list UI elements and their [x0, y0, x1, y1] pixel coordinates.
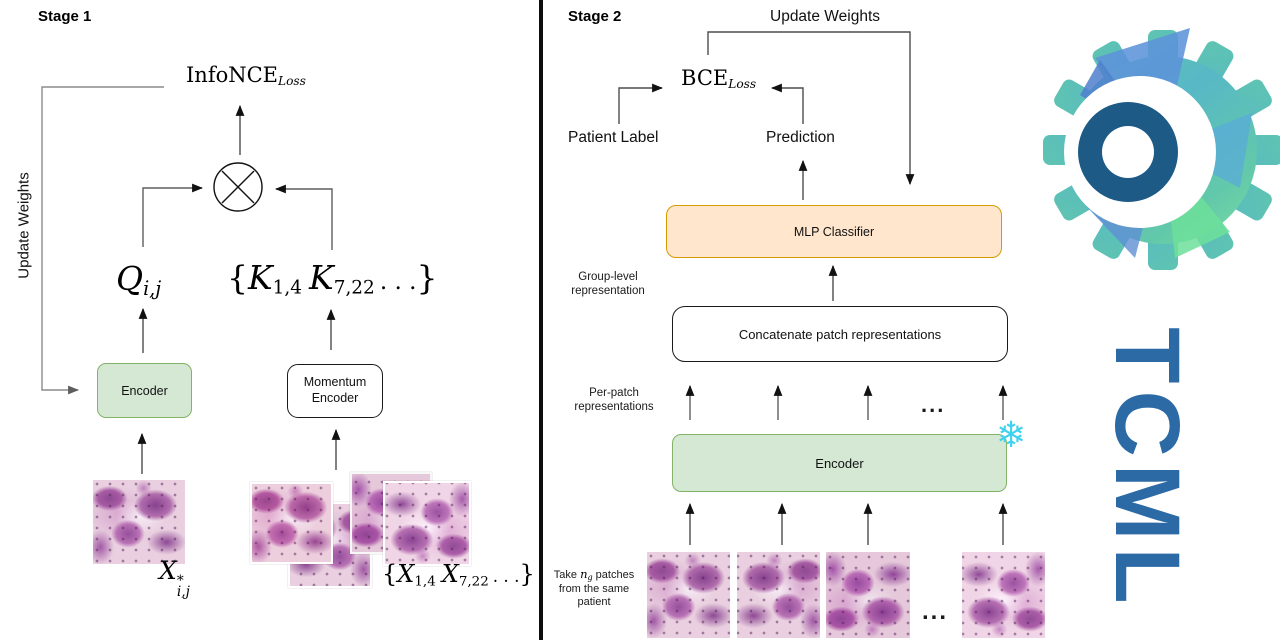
xstar-sup: * — [176, 573, 184, 590]
patient-label-text: Patient Label — [568, 129, 659, 146]
q-base: Q — [116, 259, 144, 298]
stage1-feedback-loop — [41, 86, 164, 395]
kset-k1-sub: 1,4 — [272, 277, 303, 299]
stage1-update-weights-label: Update Weights — [15, 172, 33, 279]
bce-sub: Loss — [728, 77, 757, 92]
histology-patch-query — [93, 480, 185, 564]
histology-patch-row-3 — [826, 552, 910, 638]
momentum-line2: Encoder — [311, 391, 359, 405]
xset-x1: X — [397, 560, 415, 588]
snowflake-icon: ❄ — [996, 414, 1027, 455]
tcml-wordmark: TCML — [1096, 327, 1198, 611]
stage2-update-weights-label: Update Weights — [770, 8, 880, 25]
mlp-classifier-box: MLP Classifier — [666, 205, 1002, 258]
per-patch-ellipsis: ... — [921, 392, 946, 417]
infonce-sub: Loss — [278, 74, 306, 89]
momentum-line1: Momentum — [303, 375, 367, 390]
arrow-patientlabel-to-bce — [618, 83, 664, 124]
histology-patch-row-2 — [737, 552, 820, 638]
histology-patch-row-4 — [962, 552, 1045, 638]
multiply-circle-operator — [213, 162, 263, 212]
take-patches-line3: patient — [577, 595, 611, 608]
take-patches-t1: Take — [553, 569, 581, 581]
xset-close-brace: } — [519, 560, 535, 588]
group-level-representation-label: Group-level representation — [548, 271, 668, 299]
histology-patch-key-front — [250, 482, 333, 564]
take-patches-label: Take ng patches from the same patient — [534, 567, 654, 609]
xset-open-brace: { — [382, 560, 398, 588]
mlp-classifier-label: MLP Classifier — [793, 224, 875, 239]
kset-dots: . . . — [379, 269, 417, 295]
momentum-encoder-label: Momentum Encoder — [304, 375, 367, 406]
xstar-sub: i,j — [176, 584, 190, 601]
stage2-encoder-box: Encoder — [672, 434, 1007, 492]
tcml-logo-gear — [1043, 28, 1280, 270]
per-patch-line2: representations — [574, 400, 654, 413]
kset-close-brace: } — [416, 258, 438, 297]
group-level-line1: Group-level — [578, 271, 638, 283]
arrow-k-to-otimes — [274, 184, 333, 250]
take-patches-line2: from the same — [558, 582, 630, 595]
query-math-label: Qi,j — [116, 259, 161, 300]
take-patches-n: n — [580, 567, 588, 581]
arrow-q-to-otimes — [142, 183, 204, 247]
take-patches-n-sub: g — [587, 573, 593, 582]
stage2-title: Stage 2 — [568, 8, 622, 25]
per-patch-line1: Per-patch — [589, 387, 639, 399]
concatenate-box: Concatenate patch representations — [672, 306, 1008, 362]
xset-x2: X — [441, 560, 459, 588]
prediction-text: Prediction — [766, 129, 835, 146]
histology-patch-row-1 — [647, 552, 730, 638]
logo-ring-hole — [1102, 126, 1154, 178]
momentum-encoder-box: Momentum Encoder — [287, 364, 383, 418]
xset-x1-sub: 1,4 — [414, 574, 436, 590]
q-sub: i,j — [143, 276, 162, 300]
concatenate-label: Concatenate patch representations — [738, 326, 942, 342]
per-patch-representations-label: Per-patch representations — [554, 387, 674, 415]
stage1-encoder-box: Encoder — [97, 363, 192, 418]
infonce-base: InfoNCE — [186, 63, 279, 87]
stage-divider — [539, 0, 543, 640]
kset-open-brace: { — [227, 258, 248, 297]
x-star-math-label: X*i,j — [159, 556, 190, 601]
stage2-feedback-loop — [707, 31, 915, 186]
stage1-title: Stage 1 — [38, 8, 92, 25]
stage2-encoder-label: Encoder — [815, 455, 864, 471]
histology-patch-key-right — [383, 481, 471, 566]
stage1-encoder-label: Encoder — [121, 383, 168, 398]
group-level-line2: representation — [571, 284, 645, 297]
bce-loss-label: BCELoss — [681, 66, 756, 91]
xstar-base: X — [159, 556, 177, 585]
kset-k2: K — [309, 258, 334, 297]
infonce-loss-label: InfoNCELoss — [186, 63, 306, 88]
kset-k2-sub: 7,22 — [333, 277, 375, 299]
bce-base: BCE — [681, 66, 729, 90]
take-patches-t2: patches — [592, 569, 635, 581]
xstar-scripts: *i,j — [176, 573, 190, 601]
arrow-prediction-to-bce — [770, 83, 804, 124]
xset-dots: . . . — [492, 566, 520, 586]
kset-k1: K — [248, 258, 273, 297]
xset-x2-sub: 7,22 — [458, 574, 489, 590]
patches-row-ellipsis: ... — [922, 598, 949, 625]
